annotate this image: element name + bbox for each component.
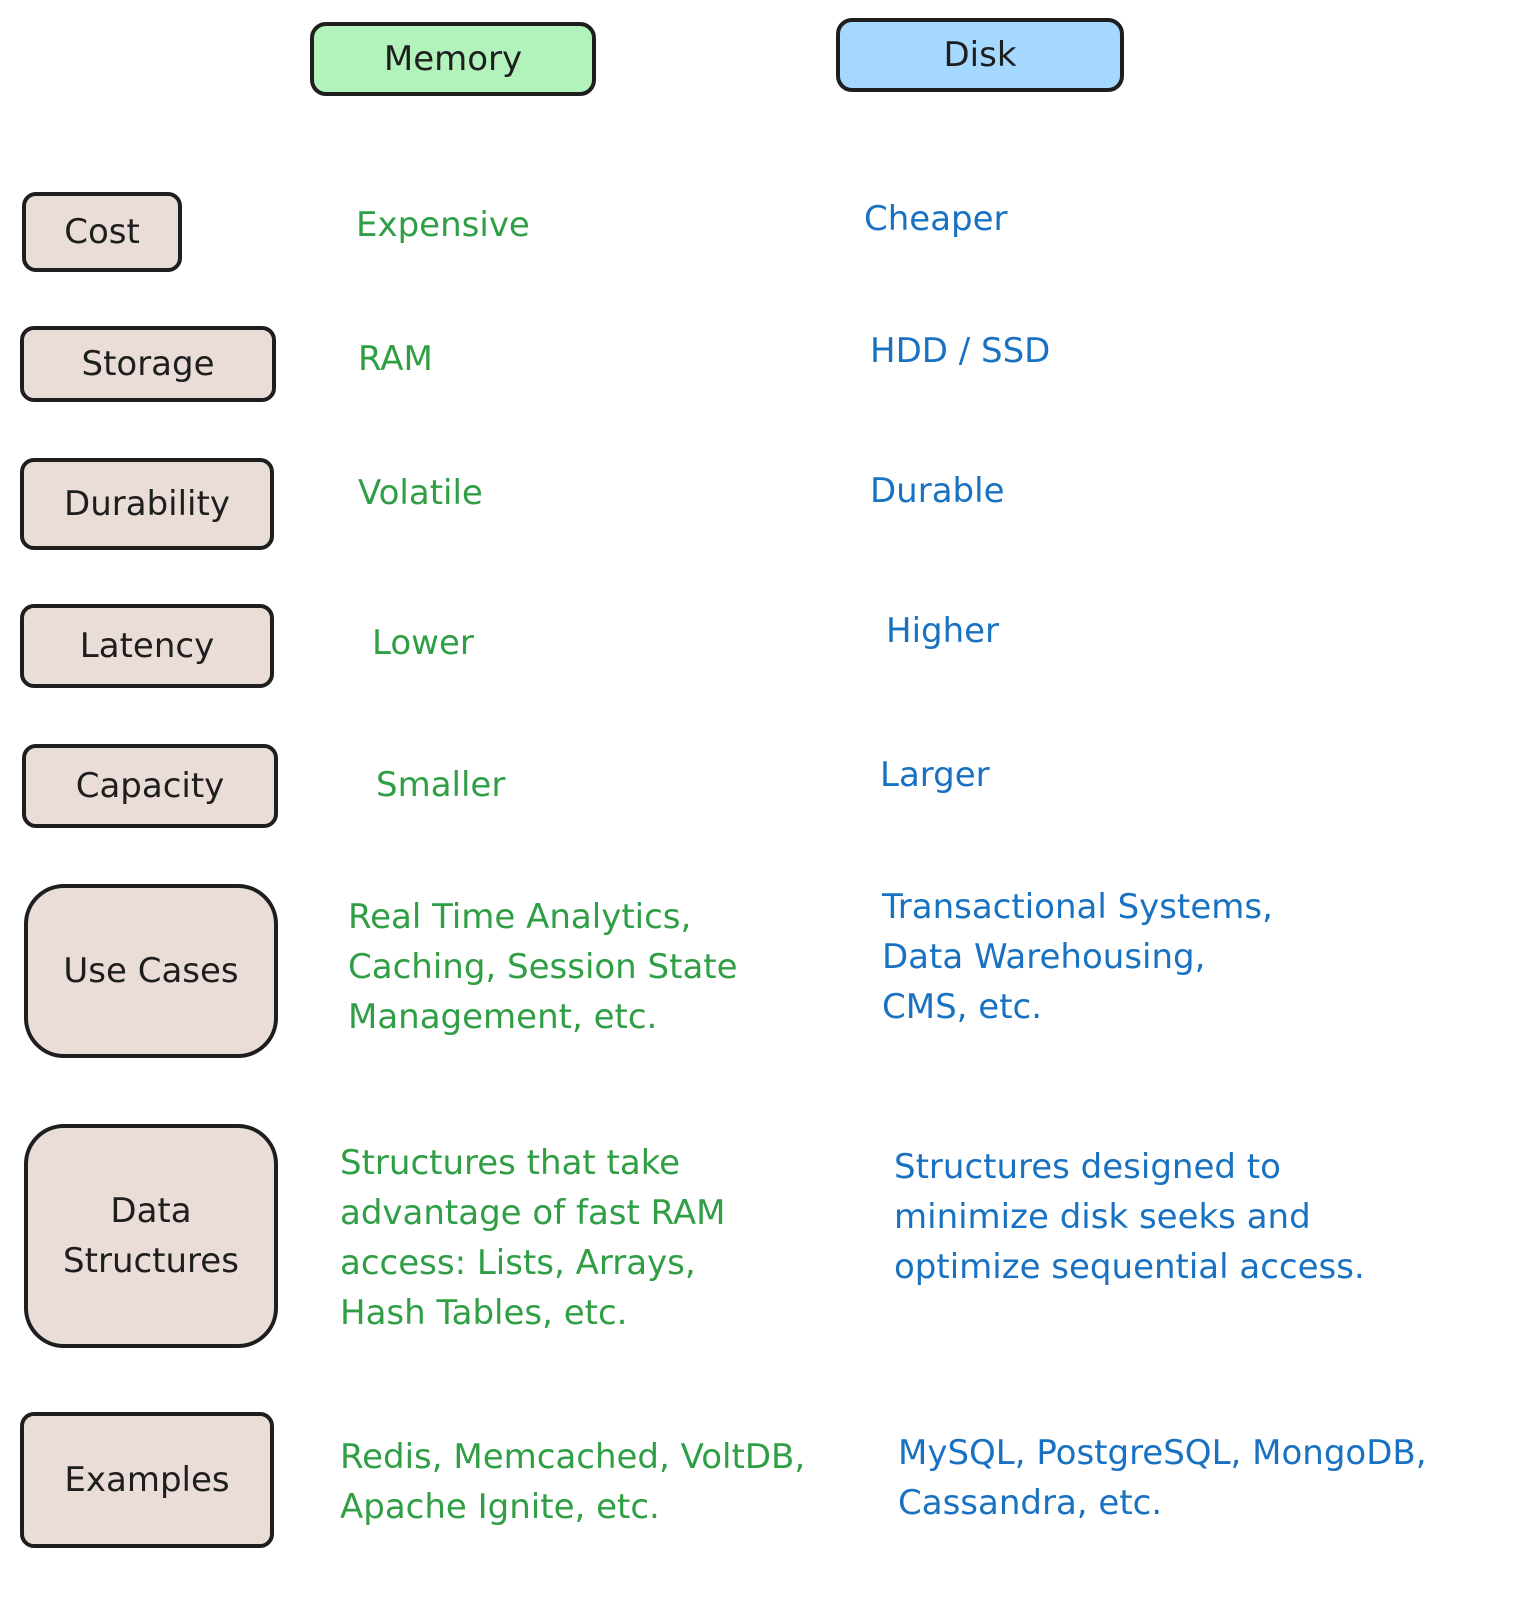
row-label-text: Use Cases bbox=[63, 951, 239, 991]
row-label-data-structures: Data Structures bbox=[24, 1124, 278, 1348]
row-label-cost: Cost bbox=[22, 192, 182, 272]
row-label-text: Data Structures bbox=[63, 1191, 239, 1281]
memory-value-durability: Volatile bbox=[358, 473, 483, 513]
row-label-durability: Durability bbox=[20, 458, 274, 550]
row-label-storage: Storage bbox=[20, 326, 276, 402]
disk-value-data-structures: Structures designed to minimize disk see… bbox=[894, 1147, 1365, 1287]
row-label-text: Capacity bbox=[75, 766, 225, 806]
row-label-text: Cost bbox=[64, 212, 140, 252]
row-label-text: Latency bbox=[79, 626, 215, 666]
row-label-examples: Examples bbox=[20, 1412, 274, 1548]
memory-header-label: Memory bbox=[383, 39, 523, 79]
memory-value-cost: Expensive bbox=[356, 205, 530, 245]
row-label-use-cases: Use Cases bbox=[24, 884, 278, 1058]
disk-value-latency: Higher bbox=[886, 611, 1000, 651]
memory-value-examples: Redis, Memcached, VoltDB, Apache Ignite,… bbox=[340, 1437, 806, 1527]
disk-value-examples: MySQL, PostgreSQL, MongoDB, Cassandra, e… bbox=[898, 1433, 1427, 1523]
memory-header: Memory bbox=[310, 22, 596, 96]
row-label-text: Storage bbox=[81, 344, 215, 384]
disk-header-label: Disk bbox=[943, 35, 1017, 75]
memory-value-use-cases: Real Time Analytics, Caching, Session St… bbox=[348, 897, 738, 1037]
memory-value-capacity: Smaller bbox=[376, 765, 506, 805]
memory-value-data-structures: Structures that take advantage of fast R… bbox=[340, 1143, 726, 1333]
memory-value-latency: Lower bbox=[372, 623, 474, 663]
disk-value-capacity: Larger bbox=[880, 755, 990, 795]
row-label-capacity: Capacity bbox=[22, 744, 278, 828]
memory-value-storage: RAM bbox=[358, 339, 433, 379]
disk-header: Disk bbox=[836, 18, 1124, 92]
disk-value-use-cases: Transactional Systems, Data Warehousing,… bbox=[882, 887, 1273, 1027]
disk-value-cost: Cheaper bbox=[864, 199, 1008, 239]
row-label-latency: Latency bbox=[20, 604, 274, 688]
row-label-text: Examples bbox=[64, 1460, 230, 1500]
row-label-text: Durability bbox=[64, 484, 230, 524]
disk-value-durability: Durable bbox=[870, 471, 1005, 511]
disk-value-storage: HDD / SSD bbox=[870, 331, 1051, 371]
